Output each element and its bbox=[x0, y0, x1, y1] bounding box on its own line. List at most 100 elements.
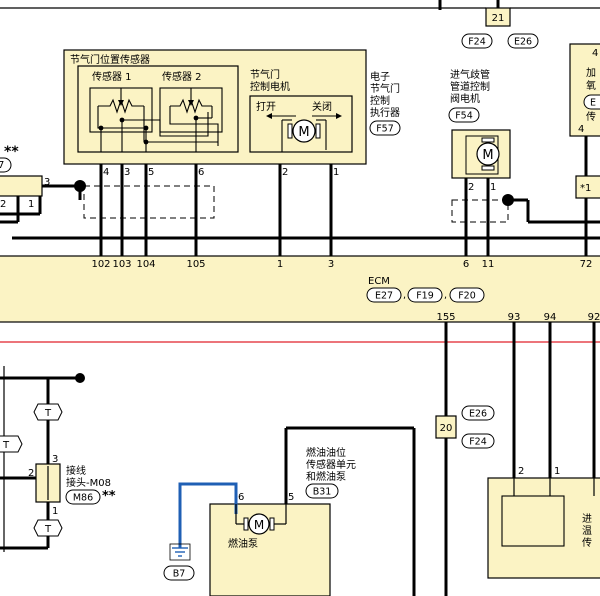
t-tag-bottom-label: T bbox=[44, 524, 52, 535]
fuel-conn: B31 bbox=[313, 487, 332, 498]
shield-dashed-right bbox=[451, 199, 509, 223]
ecm-conn-3: F20 bbox=[458, 291, 476, 302]
ecm-conn-2: F19 bbox=[416, 291, 434, 302]
left-stars: ** bbox=[4, 144, 19, 160]
joint21-conn-1: F24 bbox=[468, 37, 486, 48]
fuel-pump-circle bbox=[248, 513, 270, 535]
ecm-conn-comma-1: , bbox=[403, 290, 406, 301]
ground-box bbox=[169, 543, 191, 561]
joint20-conn-1: E26 bbox=[469, 409, 487, 420]
sensor1-label: 传感器 1 bbox=[92, 70, 132, 83]
bottom-right-pin-1: 1 bbox=[554, 466, 560, 477]
throttle-motor-brush-left bbox=[287, 123, 293, 139]
left-partial-conn-badge bbox=[0, 157, 12, 173]
right-star-label: *1 bbox=[580, 183, 591, 194]
throttle-motor-brush-right bbox=[315, 123, 321, 139]
t-tag-mid bbox=[0, 435, 23, 453]
ecm-pin-6: 6 bbox=[463, 259, 469, 270]
ecm-pin-92: 92 bbox=[588, 312, 600, 323]
junction-label-1: 接线 bbox=[66, 464, 86, 477]
top-wires bbox=[0, 0, 600, 256]
right-top-pin-bottom: 4 bbox=[578, 124, 584, 135]
fuel-pump-brush-left bbox=[243, 517, 249, 531]
joint21-label: 21 bbox=[492, 13, 505, 24]
left-pin-2: 2 bbox=[0, 199, 6, 210]
left-pin-1: 1 bbox=[28, 199, 34, 210]
ecm-pin-102: 102 bbox=[91, 259, 110, 270]
intake-brush-bottom bbox=[481, 165, 495, 171]
sensor-pin-5: 5 bbox=[148, 167, 154, 178]
ecm-pin-1: 1 bbox=[277, 259, 283, 270]
sensor-pin-4: 4 bbox=[103, 167, 109, 178]
bottom-right-box bbox=[487, 477, 600, 579]
sensor-dot-1 bbox=[98, 125, 104, 131]
actuator-title-3: 控制 bbox=[370, 94, 390, 107]
right-top-pin: 4 bbox=[592, 48, 598, 59]
shield-dashed-left bbox=[83, 185, 215, 219]
bottom-right-inner bbox=[501, 495, 565, 547]
actuator-connector: F57 bbox=[376, 124, 394, 135]
bottom-right-line-3: 传 bbox=[582, 537, 592, 549]
sensor-dot-2 bbox=[143, 125, 149, 131]
junction-stars: ** bbox=[102, 489, 116, 504]
intake-connector-badge bbox=[448, 107, 480, 123]
junction-dot-right bbox=[502, 194, 514, 206]
left-pin-3: 3 bbox=[44, 177, 50, 188]
junction-label-2: 接头-M08 bbox=[66, 476, 111, 489]
throttle-motor-circle bbox=[292, 119, 316, 143]
fuel-title-1: 燃油油位 bbox=[306, 446, 346, 459]
fuel-conn-badge bbox=[305, 483, 339, 499]
t-tag-bottom bbox=[33, 519, 63, 537]
open-arrowhead bbox=[266, 113, 272, 119]
ecm-conn-2-badge bbox=[407, 287, 443, 303]
ecm-pin-3: 3 bbox=[328, 259, 334, 270]
joint20-conn-1-badge bbox=[461, 405, 495, 421]
ground-conn: B7 bbox=[173, 569, 186, 580]
ecm-conn-comma-2: , bbox=[444, 290, 447, 301]
right-star-box bbox=[575, 175, 600, 199]
motor-pin-2: 2 bbox=[282, 167, 288, 178]
junction-conn: M86 bbox=[73, 493, 93, 504]
junction-pin-1: 1 bbox=[52, 506, 58, 517]
throttle-motor-m: M bbox=[298, 125, 309, 140]
right-top-conn: E bbox=[590, 98, 596, 109]
throttle-sensor-title: 节气门位置传感器 bbox=[70, 53, 150, 66]
intake-pin-2: 2 bbox=[468, 182, 474, 193]
fuel-pump-brush-right bbox=[269, 517, 275, 531]
ecm-pin-155: 155 bbox=[436, 312, 455, 323]
right-top-conn-badge bbox=[583, 94, 600, 110]
actuator-connector-badge bbox=[369, 120, 401, 136]
sensor-dot-3 bbox=[119, 117, 125, 123]
ecm-pin-72: 72 bbox=[580, 259, 593, 270]
t-tag-mid-label: T bbox=[2, 440, 10, 451]
ecm-conn-1: E27 bbox=[375, 291, 393, 302]
sensor1-arrow bbox=[118, 100, 124, 106]
intake-connector: F54 bbox=[455, 111, 473, 122]
throttle-sensor-box bbox=[77, 65, 239, 153]
joint20-conn-2-badge bbox=[461, 433, 495, 449]
ecm-pin-104: 104 bbox=[136, 259, 155, 270]
joint20-box bbox=[435, 415, 457, 439]
motor-close-label: 关闭 bbox=[312, 100, 332, 113]
sensor2-arrow bbox=[188, 100, 194, 106]
intake-motor-m: M bbox=[482, 148, 493, 163]
junction-pin-2: 2 bbox=[28, 468, 34, 479]
fuel-title-2: 传感器单元 bbox=[306, 458, 356, 471]
ecm-pin-11: 11 bbox=[482, 259, 495, 270]
joint21-conn-2-badge bbox=[507, 33, 539, 49]
fuel-pump-m: M bbox=[254, 518, 264, 532]
ecm-pin-93: 93 bbox=[508, 312, 521, 323]
bottom-right-line-1: 进 bbox=[582, 513, 592, 525]
intake-brush-top bbox=[481, 137, 495, 143]
intake-title-1: 进气歧管 bbox=[450, 68, 490, 81]
fuel-title-3: 和燃油泵 bbox=[306, 470, 346, 483]
joint20-conn-2: F24 bbox=[469, 437, 487, 448]
joint20-label: 20 bbox=[440, 423, 453, 434]
sensor-dot-4 bbox=[143, 139, 149, 145]
motor-title-1: 节气门 bbox=[250, 68, 280, 81]
junction-conn-badge bbox=[65, 489, 101, 505]
actuator-title-4: 执行器 bbox=[370, 106, 400, 119]
bottom-right-pin-2: 2 bbox=[518, 466, 524, 477]
ecm-pin-94: 94 bbox=[544, 312, 557, 323]
